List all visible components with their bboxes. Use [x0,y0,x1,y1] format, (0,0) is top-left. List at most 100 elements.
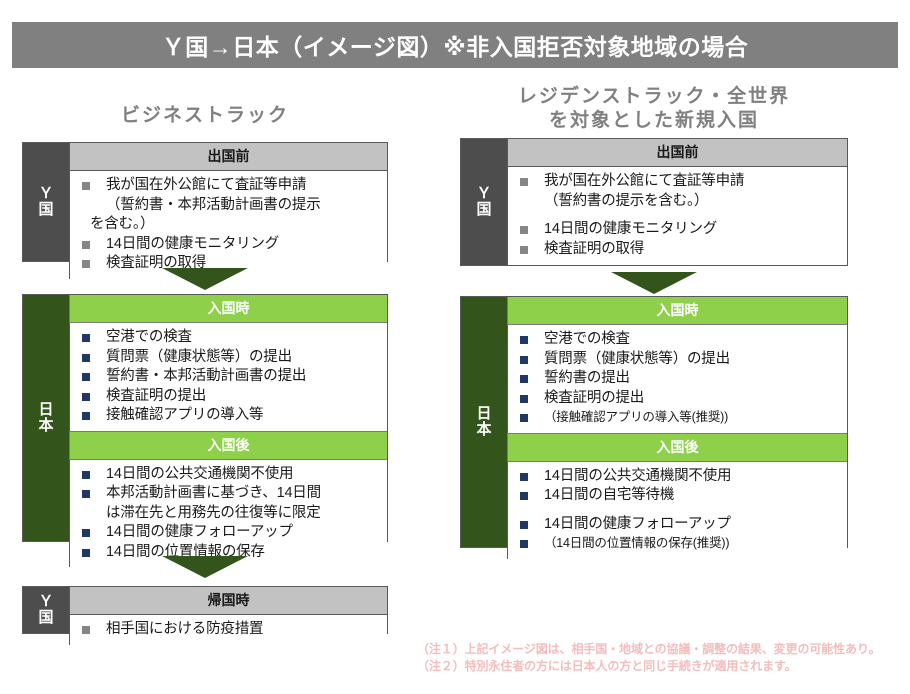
list-item-text: 我が国在外公館にて査証等申請 [106,177,307,193]
bullet-square-icon [520,226,528,235]
list-item-text: （14日間の位置情報の保存(推奨)) [544,536,730,551]
list-item-text: 14日間の自宅等待機 [544,487,675,504]
list-item: 誓約書の提出 [518,369,841,388]
bullet-square-icon [520,375,528,384]
left-box-japan: 日 本 入国時 空港での検査 質問票（健康状態等）の提出 誓約書・本邦活動計画書… [22,294,388,568]
list-item: （接触確認アプリの導入等(推奨)) [518,408,841,427]
right-box-pre-departure: Ｙ 国 出国前 我が国在外公館にて査証等申請 （誓約書の提示を含む。） 14日間… [460,138,848,266]
list-item-spacer [518,211,841,220]
bullet-square-icon [82,182,90,190]
list-item: 14日間の健康モニタリング [518,220,841,239]
band-pre-departure-body: 我が国在外公館にて査証等申請 （誓約書・本邦活動計画書の提示 を含む。） 14日… [69,171,387,279]
list-item: 14日間の健康フォローアップ [518,515,841,534]
bullet-list: 空港での検査 質問票（健康状態等）の提出 誓約書・本邦活動計画書の提出 検査証明… [80,328,381,425]
bullet-square-icon [520,245,528,254]
bullet-square-icon [82,260,90,269]
arrow-down-left-2 [162,556,248,578]
list-item: 検査証明の提出 [80,387,381,406]
bullet-square-icon [520,394,528,403]
list-item-text: 我が国在外公館にて査証等申請 [544,173,745,189]
list-item: （誓約書の提示を含む。） [518,192,841,211]
list-item-text: を含む。） [90,216,155,233]
list-item-text: 14日間の健康フォローアップ [544,515,731,532]
band-on-arrival: 入国時 [69,295,387,323]
right-box-japan: 日 本 入国時 空港での検査 質問票（健康状態等）の提出 誓約書の提出 検査証明… [460,296,848,559]
right-box-pre-departure-stack: 出国前 我が国在外公館にて査証等申請 （誓約書の提示を含む。） 14日間の健康モ… [507,139,847,265]
bullet-square-icon [520,472,528,481]
band-after-arrival: 入国後 [69,430,387,460]
bullet-list: 我が国在外公館にて査証等申請 （誓約書の提示を含む。） 14日間の健康モニタリン… [518,172,841,258]
side-label-line1: Ｙ [38,185,54,203]
bullet-list: 14日間の公共交通機関不使用 本邦活動計画書に基づき、14日間 は滞在先と用務先… [80,465,381,562]
list-item: を含む。） [80,215,381,234]
left-box-return-home: Ｙ 国 帰国時 相手国における防疫措置 [22,586,388,645]
list-item: 質問票（健康状態等）の提出 [80,348,381,367]
bullet-list: 14日間の公共交通機関不使用 14日間の自宅等待機 14日間の健康フォローアップ… [518,467,841,553]
bullet-square-icon [82,470,90,479]
list-item: 14日間の公共交通機関不使用 [518,467,841,486]
list-item-text: 本邦活動計画書に基づき、14日間 [106,485,321,502]
footnote-1: （注１）上記イメージ図は、相手国・地域との協議・調整の結果、変更の可能性あり。 [417,642,881,656]
list-item-text: 14日間の位置情報の保存 [106,543,265,560]
band-pre-departure-body: 我が国在外公館にて査証等申請 （誓約書の提示を含む。） 14日間の健康モニタリン… [507,167,847,265]
list-item: 我が国在外公館にて査証等申請 [80,176,381,195]
side-label-y-country: Ｙ 国 [23,143,69,261]
side-label-line1: 日 [38,401,54,419]
bullet-square-icon [520,492,528,501]
list-item-text: 検査証明の提出 [106,387,207,404]
column-heading-right-line2: を対象とした新規入国 [548,109,759,131]
bullet-square-icon [82,334,90,342]
band-after-arrival-body: 14日間の公共交通機関不使用 14日間の自宅等待機 14日間の健康フォローアップ… [507,461,847,559]
diagram-title-bar: Ｙ国→日本（イメージ図）※非入国拒否対象地域の場合 [12,22,898,68]
list-item-text: 誓約書の提出 [544,370,630,387]
list-item-text: 空港での検査 [106,329,192,345]
side-label-japan: 日 本 [461,297,507,547]
list-item: 検査証明の取得 [518,240,841,259]
bullet-square-icon [82,412,90,421]
bullet-square-icon [520,520,528,529]
list-item-text: 14日間の公共交通機関不使用 [544,467,732,484]
bullet-square-icon [82,392,90,401]
side-label-japan: 日 本 [23,295,69,541]
list-item-text: 14日間の公共交通機関不使用 [106,465,294,482]
bullet-square-icon [520,336,528,344]
list-item-text: 14日間の健康モニタリング [544,221,718,238]
list-item-text: 質問票（健康状態等）の提出 [544,350,730,367]
list-item-text: 検査証明の取得 [544,240,645,257]
list-item: 14日間の自宅等待機 [518,486,841,505]
side-label-line2: 国 [476,201,492,218]
list-item: （14日間の位置情報の保存(推奨)) [518,534,841,553]
bullet-square-icon [82,353,90,362]
side-label-line2: 国 [38,609,54,626]
band-after-arrival: 入国後 [507,432,847,462]
band-pre-departure: 出国前 [507,139,847,167]
list-item: 質問票（健康状態等）の提出 [518,350,841,369]
list-item: 接触確認アプリの導入等 [80,406,381,425]
list-item-text: 質問票（健康状態等）の提出 [106,348,292,365]
bullet-square-icon [82,490,90,499]
list-item-text: 空港での検査 [544,331,630,347]
list-item-text: 検査証明の取得 [106,255,207,272]
list-item: 14日間の公共交通機関不使用 [80,465,381,484]
bullet-square-icon [520,355,528,364]
list-item: 14日間の位置情報の保存 [80,543,381,562]
list-item-text: は滞在先と用務先の往復等に限定 [106,504,321,521]
list-item-text: （誓約書・本邦活動計画書の提示 [106,196,321,213]
bullet-square-icon [520,540,528,549]
column-heading-left-line: ビジネストラック [120,105,289,126]
side-label-line2: 本 [476,421,492,438]
list-item: 空港での検査 [80,328,381,347]
list-item-text: 誓約書・本邦活動計画書の提出 [106,368,307,385]
list-item-text: （接触確認アプリの導入等(推奨)) [544,410,729,425]
left-box-return-stack: 帰国時 相手国における防疫措置 [69,587,387,645]
band-on-arrival-body: 空港での検査 質問票（健康状態等）の提出 誓約書・本邦活動計画書の提出 検査証明… [69,323,387,431]
arrow-down-left-1 [162,268,248,290]
list-item-text: 検査証明の提出 [544,389,645,406]
list-item: 検査証明の提出 [518,389,841,408]
band-after-arrival-body: 14日間の公共交通機関不使用 本邦活動計画書に基づき、14日間 は滞在先と用務先… [69,459,387,568]
list-item: 相手国における防疫措置 [80,620,381,639]
bullet-list: 空港での検査 質問票（健康状態等）の提出 誓約書の提出 検査証明の提出 （接触確… [518,330,841,427]
left-box-japan-stack: 入国時 空港での検査 質問票（健康状態等）の提出 誓約書・本邦活動計画書の提出 … [69,295,387,568]
side-label-line1: Ｙ [38,593,54,611]
bullet-square-icon [82,626,90,634]
